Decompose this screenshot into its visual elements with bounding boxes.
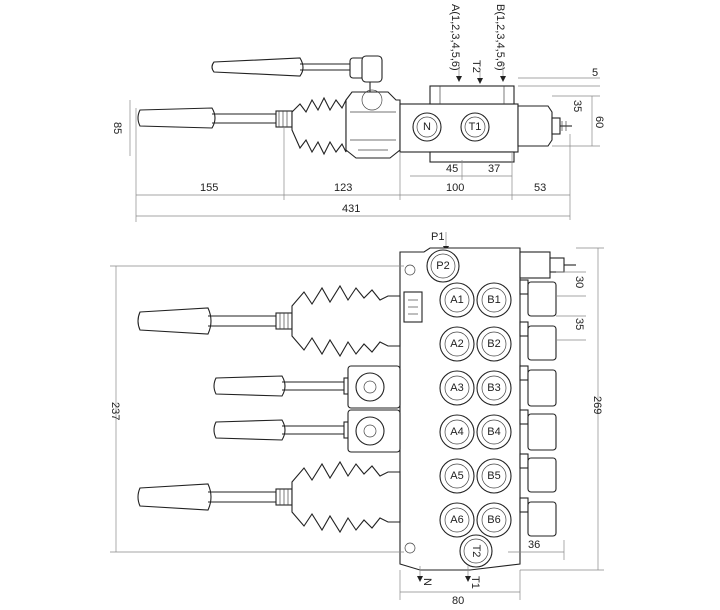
upper-lever-handle [211, 57, 304, 77]
port-t2 [459, 534, 493, 568]
dim-123: 123 [334, 182, 352, 194]
lever-handle-6 [137, 483, 212, 511]
port-a5-label: A5 [450, 470, 463, 482]
port-b1-label: B1 [487, 294, 500, 306]
dim-30: 30 [573, 276, 585, 288]
port-a2-label: A2 [450, 338, 463, 350]
port-b2-label: B2 [487, 338, 500, 350]
port-column-a: A1 A2 A3 A4 A5 A6 [439, 282, 475, 538]
dim-35-front: 35 [573, 318, 585, 330]
p1-label: P1 [431, 231, 444, 243]
top-view: A(1,2,3,4,5,6) T2 B(1,2,3,4,5,6) [111, 4, 605, 222]
dim-85: 85 [111, 122, 123, 134]
boot-6 [291, 460, 401, 534]
port-b3-label: B3 [487, 382, 500, 394]
port-a3-label: A3 [450, 382, 463, 394]
port-p2 [426, 249, 460, 283]
dim-155: 155 [200, 182, 218, 194]
port-a1-label: A1 [450, 294, 463, 306]
dim-53: 53 [534, 182, 546, 194]
lever-handle-4 [213, 419, 286, 441]
inlet-section [519, 251, 551, 279]
dim-100: 100 [446, 182, 464, 194]
spool-caps [519, 279, 557, 537]
dim-35-top: 35 [571, 100, 583, 112]
t2-top-label: T2 [470, 60, 482, 73]
front-view: P1 P2 A1 A2 A3 A4 A5 [109, 231, 604, 607]
dim-431: 431 [342, 203, 360, 215]
port-n-top-label: N [423, 121, 431, 133]
dim-237: 237 [109, 402, 121, 420]
port-p2-label: P2 [436, 260, 449, 272]
port-t2-label: T2 [470, 545, 482, 558]
dim-80: 80 [452, 595, 464, 607]
lower-lever-handle [137, 107, 216, 129]
port-column-b: B1 B2 B3 B4 B5 B6 [476, 282, 512, 538]
n-bottom-label: N [421, 578, 433, 586]
a-port-group-label: A(1,2,3,4,5,6) [449, 4, 461, 71]
port-b5-label: B5 [487, 470, 500, 482]
lever-handle-1 [137, 307, 212, 335]
port-t1-top-label: T1 [469, 121, 482, 133]
rubber-boot [291, 96, 347, 156]
port-a6-label: A6 [450, 514, 463, 526]
port-b6-label: B6 [487, 514, 500, 526]
boot-1 [291, 284, 401, 358]
b-port-group-label: B(1,2,3,4,5,6) [494, 4, 506, 71]
dim-269: 269 [591, 396, 603, 414]
dim-5: 5 [592, 67, 598, 79]
port-b4-label: B4 [487, 426, 500, 438]
dim-36: 36 [528, 539, 540, 551]
dim-37: 37 [488, 163, 500, 175]
port-a4-label: A4 [450, 426, 463, 438]
dim-60: 60 [593, 116, 605, 128]
t1-bottom-label: T1 [469, 576, 481, 589]
lever-handle-3 [213, 375, 286, 397]
handle-housing [345, 91, 401, 159]
end-cap-top [517, 105, 553, 147]
dim-45: 45 [446, 163, 458, 175]
